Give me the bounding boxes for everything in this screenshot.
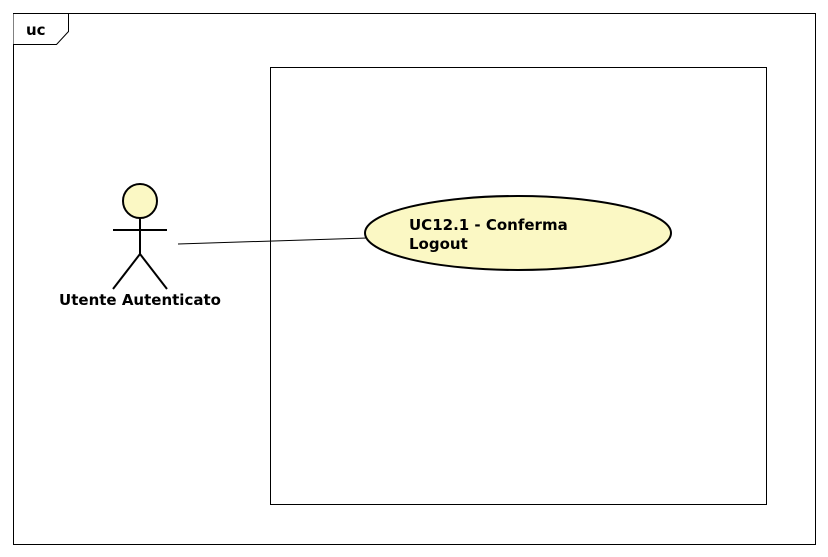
diagram-frame (13, 13, 816, 545)
use-case-ellipse (364, 195, 672, 271)
system-boundary (270, 67, 767, 505)
actor-right-leg (139, 253, 168, 290)
frame-label: uc (26, 21, 46, 39)
association-line (177, 237, 368, 245)
actor-name: Utente Autenticato (59, 291, 221, 309)
use-case-label-line2: Logout (409, 235, 468, 253)
actor-figure (112, 183, 168, 290)
actor-left-leg (112, 253, 141, 290)
use-case-label-line1: UC12.1 - Conferma (409, 216, 568, 234)
actor-head (122, 183, 158, 219)
frame-label-tab (13, 13, 69, 45)
